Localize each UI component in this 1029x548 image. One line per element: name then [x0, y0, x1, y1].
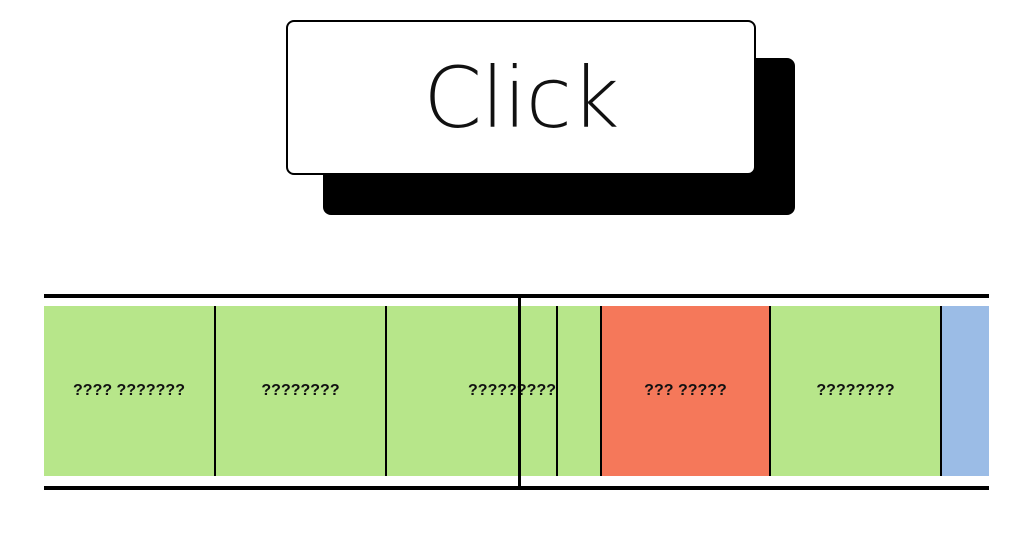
- carousel-card-label: ???? ???????: [73, 382, 185, 399]
- carousel-divider: [518, 298, 521, 486]
- carousel-card[interactable]: ????????: [216, 306, 387, 476]
- carousel-card-label: ????????: [816, 382, 895, 399]
- carousel-card[interactable]: [558, 306, 600, 476]
- carousel-card-label: ?????????: [468, 382, 556, 399]
- carousel-card-label: ????????: [261, 382, 340, 399]
- click-button-label: Click: [423, 48, 619, 147]
- carousel-card[interactable]: ???? ???????: [44, 306, 216, 476]
- carousel-card[interactable]: ??: [942, 306, 989, 476]
- carousel-card[interactable]: ??? ?????: [600, 306, 771, 476]
- carousel-card[interactable]: ?????????: [387, 306, 558, 476]
- card-track: ???? ??????? ???????? ????????? ??? ????…: [44, 306, 989, 476]
- carousel-card-label: ??? ?????: [644, 382, 727, 399]
- card-carousel[interactable]: ???? ??????? ???????? ????????? ??? ????…: [44, 294, 989, 490]
- click-button[interactable]: Click: [286, 20, 756, 175]
- carousel-card[interactable]: ????????: [771, 306, 942, 476]
